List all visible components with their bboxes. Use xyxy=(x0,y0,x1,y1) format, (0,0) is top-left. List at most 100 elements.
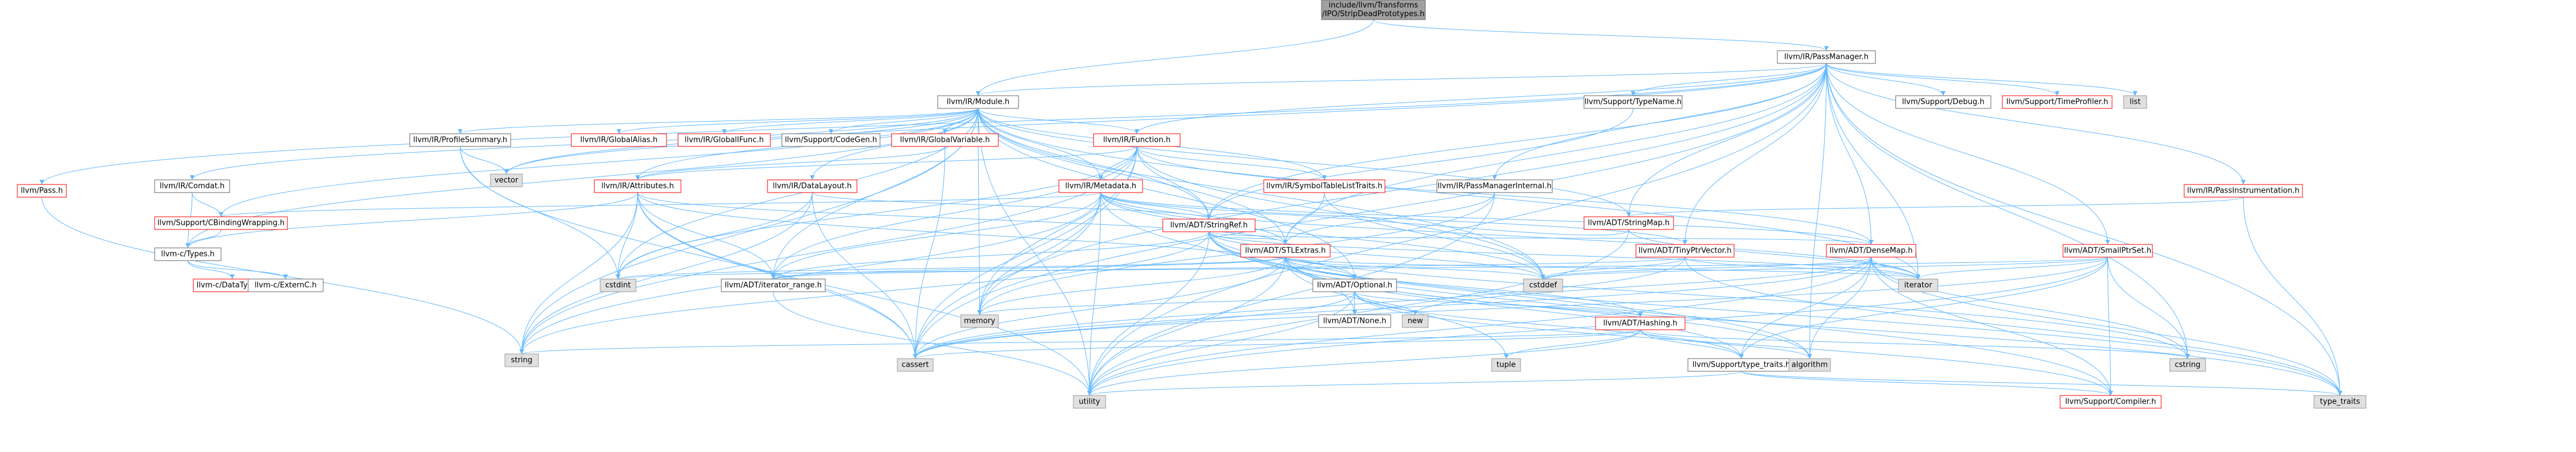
node-tinyptr[interactable]: llvm/ADT/TinyPtrVector.h xyxy=(1635,244,1735,258)
node-dmap[interactable]: llvm/ADT/DenseMap.h xyxy=(1826,244,1916,258)
edge-pmint-to-stlext xyxy=(1283,192,1495,245)
node-galias[interactable]: llvm/IR/GlobalAlias.h xyxy=(571,133,667,147)
node-cextern[interactable]: llvm-c/ExternC.h xyxy=(248,278,324,292)
edge-pm-to-smap xyxy=(1626,63,1827,217)
edge-pm-to-mod xyxy=(976,63,1827,96)
node-box-ctypes xyxy=(154,247,222,261)
edge-sref-to-utility xyxy=(1087,231,1210,396)
node-pmint[interactable]: llvm/IR/PassManagerInternal.h xyxy=(1436,179,1553,193)
node-box-dmap xyxy=(1826,244,1916,258)
edge-sptrset-to-cstddef xyxy=(1541,257,2108,280)
node-label-memory: memory xyxy=(964,317,995,326)
node-label-timeprof: llvm/Support/TimeProfiler.h xyxy=(2006,98,2109,107)
node-none[interactable]: llvm/ADT/None.h xyxy=(1318,314,1391,328)
node-box-smap xyxy=(1583,216,1674,230)
node-hashing[interactable]: llvm/ADT/Hashing.h xyxy=(1595,317,1686,330)
node-smap[interactable]: llvm/ADT/StringMap.h xyxy=(1583,216,1674,230)
edge-optional-to-memory xyxy=(977,291,1355,315)
node-passinst[interactable]: llvm/IR/PassInstrumentation.h xyxy=(2184,184,2303,198)
node-gifunc[interactable]: llvm/IR/GlobalIFunc.h xyxy=(677,133,771,147)
node-label-stlext: llvm/ADT/STLExtras.h xyxy=(1245,247,1326,255)
node-timeprof[interactable]: llvm/Support/TimeProfiler.h xyxy=(2002,95,2113,109)
node-pm[interactable]: llvm/IR/PassManager.h xyxy=(1777,50,1876,64)
edge-attrs-to-optional xyxy=(637,192,1357,280)
node-sptrset[interactable]: llvm/ADT/SmallPtrSet.h xyxy=(2062,244,2153,258)
node-ctypes[interactable]: llvm-c/Types.h xyxy=(154,247,222,261)
edge-optional-to-hashing xyxy=(1354,291,1643,318)
node-box-pmint xyxy=(1436,179,1553,193)
edge-sref-to-string xyxy=(519,231,1210,355)
edge-md-to-stlext xyxy=(1100,192,1288,245)
node-optional[interactable]: llvm/ADT/Optional.h xyxy=(1312,278,1397,292)
edge-sref-to-itrange xyxy=(771,231,1210,280)
node-md[interactable]: llvm/IR/Metadata.h xyxy=(1058,179,1143,193)
node-codegen[interactable]: llvm/Support/CodeGen.h xyxy=(781,133,881,147)
node-root[interactable]: include/llvm/Transforms/IPO/StripDeadPro… xyxy=(1321,0,1426,20)
edge-dmap-to-typetraits xyxy=(1739,257,1871,359)
node-dl[interactable]: llvm/IR/DataLayout.h xyxy=(767,179,858,193)
node-box-vector xyxy=(490,174,523,187)
node-debug[interactable]: llvm/Support/Debug.h xyxy=(1895,95,1991,109)
node-cbind[interactable]: llvm/Support/CBindingWrapping.h xyxy=(154,216,288,230)
node-label-cextern: llvm-c/ExternC.h xyxy=(254,281,317,290)
edge-dmap-to-cstring xyxy=(1871,257,2190,359)
node-label-compiler: llvm/Support/Compiler.h xyxy=(2065,398,2156,406)
node-label-typename: llvm/Support/TypeName.h xyxy=(1585,98,1682,107)
node-typetraits[interactable]: llvm/Support/type_traits.h xyxy=(1687,358,1795,372)
node-label-profsum: llvm/IR/ProfileSummary.h xyxy=(413,136,507,145)
node-sref[interactable]: llvm/ADT/StringRef.h xyxy=(1162,219,1256,232)
node-label-optional: llvm/ADT/Optional.h xyxy=(1317,281,1392,290)
node-box-cbind xyxy=(154,216,288,230)
edge-pm-to-memory xyxy=(977,63,1827,315)
edge-md-to-cbind xyxy=(219,192,1101,217)
edge-passinst-to-smap xyxy=(1626,197,2244,217)
node-compiler[interactable]: llvm/Support/Compiler.h xyxy=(2060,395,2162,409)
node-label-tuple: tuple xyxy=(1496,361,1515,370)
edge-ctypes-to-cextern xyxy=(188,260,288,280)
node-pass[interactable]: llvm/Pass.h xyxy=(17,184,67,198)
node-utility: utility xyxy=(1073,395,1106,409)
node-label-func: llvm/IR/Function.h xyxy=(1103,136,1171,145)
edge-pmint-to-utility xyxy=(1087,192,1495,396)
node-box-galias xyxy=(571,133,667,147)
node-func[interactable]: llvm/IR/Function.h xyxy=(1093,133,1181,147)
edge-sref-to-stlext xyxy=(1208,231,1288,245)
edge-optional-to-compiler xyxy=(1354,291,2113,396)
edge-stlext-to-iterator xyxy=(1285,257,1920,280)
edge-mod-to-gifunc xyxy=(722,108,979,134)
node-label-ctypes: llvm-c/Types.h xyxy=(161,250,215,259)
edge-tinyptr-to-iterator xyxy=(1684,257,1920,280)
node-mod[interactable]: llvm/IR/Module.h xyxy=(937,95,1019,109)
node-attrs[interactable]: llvm/IR/Attributes.h xyxy=(594,179,682,193)
node-label-pmint: llvm/IR/PassManagerInternal.h xyxy=(1437,182,1551,191)
edge-comdat-to-cbind xyxy=(192,192,223,217)
node-label-codegen: llvm/Support/CodeGen.h xyxy=(785,136,877,145)
node-list: list xyxy=(2123,95,2147,109)
node-symtab[interactable]: llvm/IR/SymbolTableListTraits.h xyxy=(1263,179,1386,193)
node-itrange[interactable]: llvm/ADT/iterator_range.h xyxy=(721,278,826,292)
node-gvar[interactable]: llvm/IR/GlobalVariable.h xyxy=(891,133,999,147)
node-box-codegen xyxy=(781,133,881,147)
node-profsum[interactable]: llvm/IR/ProfileSummary.h xyxy=(409,133,511,147)
node-label-sref: llvm/ADT/StringRef.h xyxy=(1170,221,1248,230)
edge-gvar-to-attrs xyxy=(635,146,945,180)
node-label-utility: utility xyxy=(1079,398,1100,406)
node-box-tuple xyxy=(1491,358,1521,372)
edge-pm-to-iterator xyxy=(1826,63,1920,280)
edge-tinyptr-to-itrange xyxy=(771,257,1686,280)
node-typename[interactable]: llvm/Support/TypeName.h xyxy=(1583,95,1683,109)
node-label-pass: llvm/Pass.h xyxy=(21,187,63,195)
node-box-cstddef xyxy=(1523,278,1563,292)
node-stlext[interactable]: llvm/ADT/STLExtras.h xyxy=(1240,244,1331,258)
node-box-iterator xyxy=(1898,278,1938,292)
node-cstring: cstring xyxy=(2169,358,2206,372)
node-label-vector: vector xyxy=(495,176,519,185)
node-comdat[interactable]: llvm/IR/Comdat.h xyxy=(154,179,230,193)
edge-md-to-sref xyxy=(1100,192,1211,220)
edge-tinyptr-to-cstddef xyxy=(1541,257,1686,280)
node-iterator: iterator xyxy=(1898,278,1938,292)
node-box-debug xyxy=(1895,95,1991,109)
edge-func-to-string xyxy=(519,146,1137,355)
node-box-tinyptr xyxy=(1635,244,1735,258)
edge-pm-to-tinyptr xyxy=(1683,63,1827,245)
